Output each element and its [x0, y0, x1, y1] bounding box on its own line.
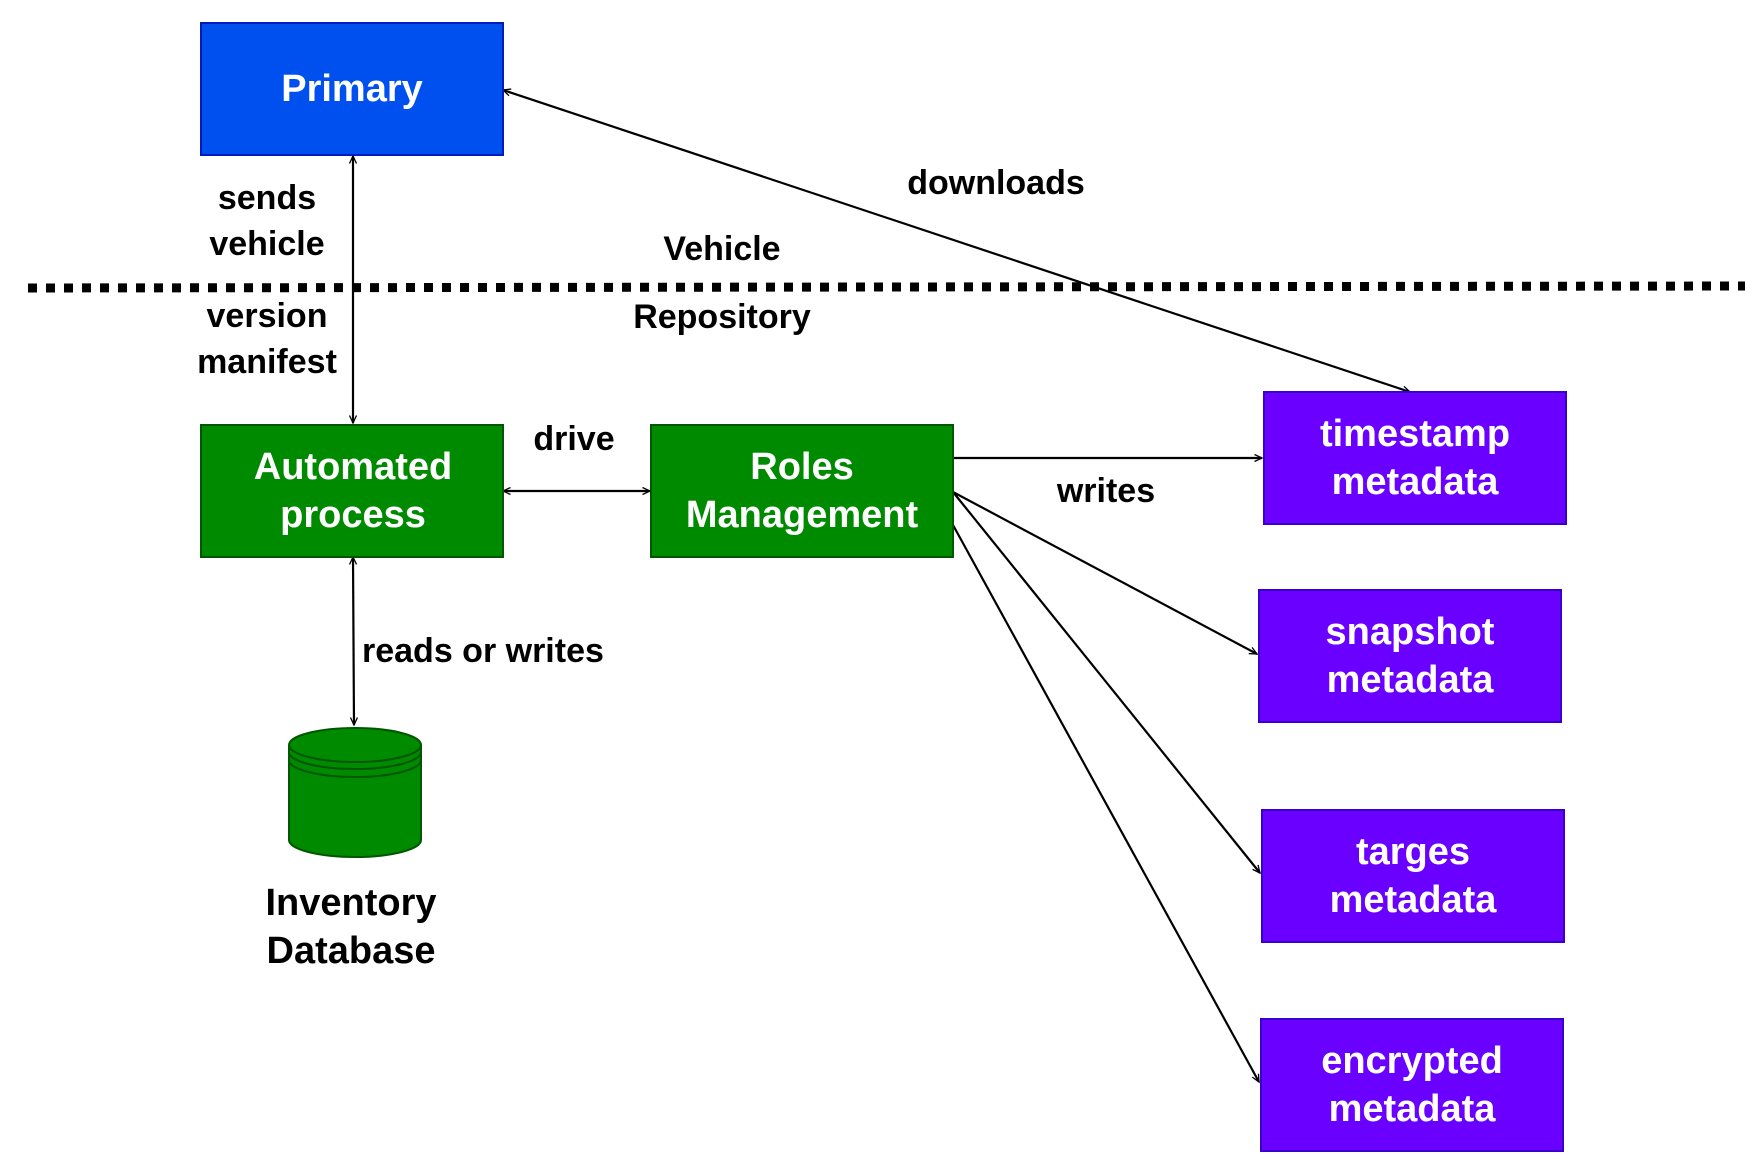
- targes-metadata-label-line-2: metadata: [1330, 879, 1498, 921]
- automated-process-node[interactable]: Automated process: [200, 424, 504, 558]
- encrypted-metadata-label-line-2: metadata: [1329, 1088, 1497, 1130]
- vehicle-repository-boundary: [27, 281, 1746, 293]
- snapshot-metadata-label-line-1: snapshot: [1326, 611, 1495, 653]
- edges: [353, 90, 1410, 1082]
- inventory-database-label-line-1: Inventory: [265, 882, 436, 924]
- primary-node[interactable]: Primary: [200, 22, 504, 156]
- automated-process-label-line-2: process: [280, 494, 426, 536]
- label-reads-or-writes: reads or writes: [362, 632, 604, 670]
- timestamp-metadata-label-line-1: timestamp: [1320, 413, 1510, 455]
- encrypted-metadata-label-line-1: encrypted: [1321, 1040, 1503, 1082]
- edge-automated-process-inventory-database: [353, 557, 354, 725]
- roles-management-label-line-2: Management: [686, 494, 919, 536]
- label-manifest: manifest: [197, 343, 337, 381]
- label-vehicle-line: vehicle: [209, 225, 324, 263]
- edge-primary-timestamp-metadata: [503, 90, 1410, 392]
- timestamp-metadata-node[interactable]: timestamp metadata: [1263, 391, 1567, 525]
- label-drive: drive: [533, 420, 614, 458]
- edge-roles-to-encrypted: [952, 524, 1260, 1082]
- edge-roles-to-targes: [952, 491, 1260, 873]
- inventory-database-label-line-2: Database: [267, 930, 436, 972]
- timestamp-metadata-label-line-2: metadata: [1332, 461, 1500, 503]
- targes-metadata-node[interactable]: targes metadata: [1261, 809, 1565, 943]
- snapshot-metadata-label-line-2: metadata: [1327, 659, 1495, 701]
- encrypted-metadata-node[interactable]: encrypted metadata: [1260, 1018, 1564, 1152]
- label-vehicle-zone: Vehicle: [663, 230, 780, 268]
- edge-labels: sends vehicle version manifest downloads…: [197, 164, 1155, 670]
- label-repository-zone: Repository: [633, 298, 811, 336]
- database-cylinder-icon: [288, 727, 422, 858]
- automated-process-label-line-1: Automated: [254, 446, 452, 488]
- snapshot-metadata-node[interactable]: snapshot metadata: [1258, 589, 1562, 723]
- roles-management-node[interactable]: Roles Management: [650, 424, 954, 558]
- edge-roles-to-snapshot: [952, 491, 1257, 655]
- label-sends: sends: [218, 179, 316, 217]
- label-version: version: [207, 297, 328, 335]
- roles-management-label-line-1: Roles: [750, 446, 853, 488]
- inventory-database-node[interactable]: Inventory Database: [265, 727, 437, 972]
- primary-label: Primary: [281, 68, 423, 110]
- targes-metadata-label-line-1: targes: [1356, 831, 1470, 873]
- label-writes: writes: [1056, 472, 1155, 510]
- label-downloads: downloads: [907, 164, 1085, 202]
